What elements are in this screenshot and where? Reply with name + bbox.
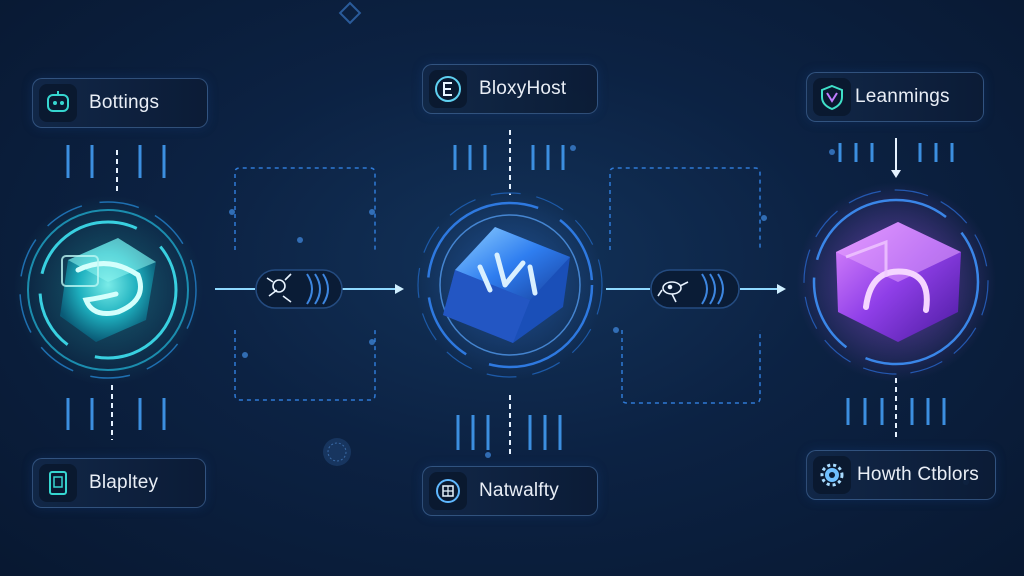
node-card-top-right[interactable]: Leanmings — [806, 72, 984, 122]
node-label: Natwalfty — [479, 480, 559, 501]
node-card-bottom-left[interactable]: Blapltey — [32, 458, 206, 508]
node-label: Blapltey — [89, 472, 159, 493]
tablet-icon — [39, 464, 77, 502]
node-label: BloxyHost — [479, 78, 567, 99]
robot-link-icon — [657, 281, 689, 303]
hub-right-purple-cube — [836, 222, 961, 342]
node-label: Bottings — [89, 92, 160, 113]
teal-cube-icon — [60, 238, 156, 342]
node-card-top-center[interactable]: BloxyHost — [422, 64, 598, 114]
hub-left-teal-cube — [60, 238, 156, 342]
hub-center-blue-cube — [443, 227, 570, 343]
purple-cube-icon — [836, 222, 961, 342]
robot-icon — [39, 84, 77, 122]
shield-icon — [813, 78, 851, 116]
node-label: Leanmings — [855, 86, 950, 107]
gear-cube-icon — [813, 456, 851, 494]
server-e-icon — [429, 70, 467, 108]
node-card-bottom-center[interactable]: Natwalfty — [422, 466, 598, 516]
node-label: Howth Ctblors — [857, 464, 979, 485]
blue-rune-cube-icon — [443, 227, 570, 343]
connector-left — [255, 269, 343, 309]
node-card-bottom-right[interactable]: Howth Ctblors — [806, 450, 996, 500]
gear-link-icon — [266, 273, 292, 303]
globe-grid-icon — [429, 472, 467, 510]
connector-right — [650, 269, 740, 309]
node-card-top-left[interactable]: Bottings — [32, 78, 208, 128]
